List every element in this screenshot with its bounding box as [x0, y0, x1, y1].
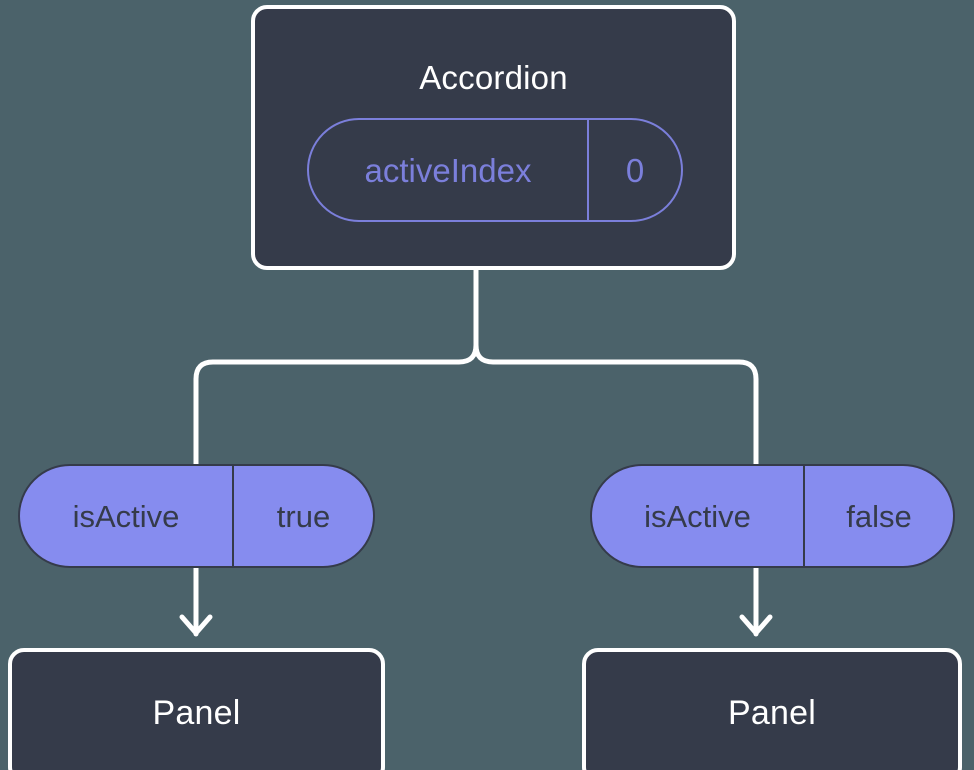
- node-panel-right-label: Panel: [728, 693, 816, 732]
- node-panel-left-label: Panel: [152, 693, 241, 732]
- prop-pill-isactive-false-value: false: [803, 466, 953, 566]
- state-pill-activeindex[interactable]: activeIndex 0: [307, 118, 683, 222]
- connector-left-branch: [193, 265, 479, 469]
- arrow-right-head-icon: [739, 614, 773, 636]
- node-panel-right[interactable]: Panel: [582, 648, 962, 770]
- prop-pill-isactive-true[interactable]: isActive true: [18, 464, 375, 568]
- state-pill-activeindex-key: activeIndex: [364, 151, 532, 189]
- state-pill-activeindex-value: 0: [587, 120, 681, 220]
- node-accordion-label: Accordion: [419, 59, 568, 96]
- node-panel-left[interactable]: Panel: [8, 648, 385, 770]
- prop-pill-isactive-true-key: isActive: [72, 498, 180, 534]
- arrow-left-head-icon: [179, 614, 213, 636]
- prop-pill-isactive-false-key: isActive: [644, 498, 751, 534]
- prop-pill-isactive-true-value: true: [232, 466, 373, 566]
- prop-pill-isactive-false[interactable]: isActive false: [590, 464, 955, 568]
- connector-right-branch: [473, 265, 759, 469]
